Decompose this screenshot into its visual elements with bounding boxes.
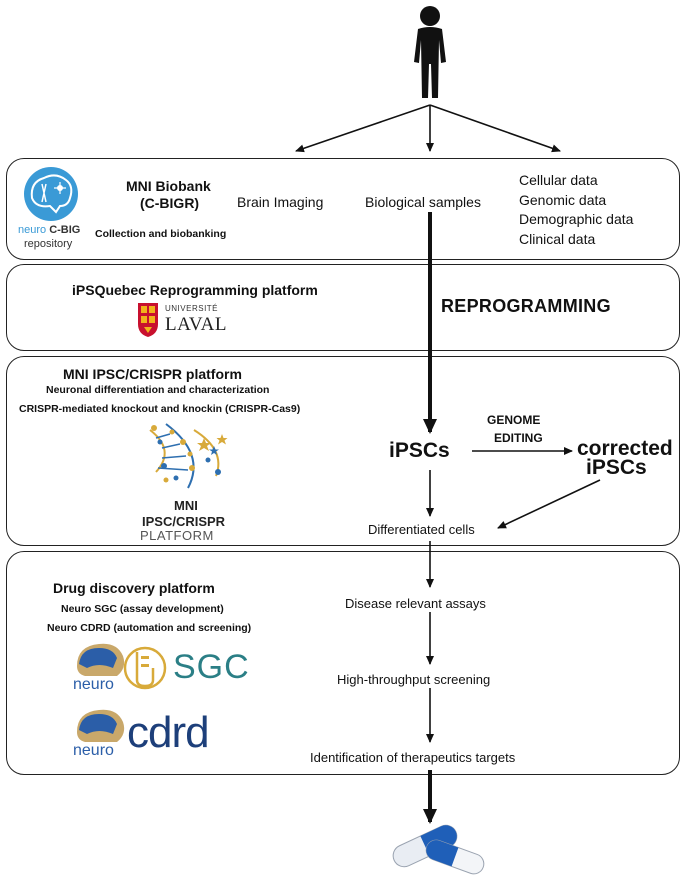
genome-editing-label-1: GENOME (487, 413, 541, 427)
neuro-cdrd-icon (77, 709, 125, 742)
mni-logo-line2: IPSC/CRISPR (142, 514, 226, 529)
ipsquebec-title: iPSQuebec Reprogramming platform (72, 282, 318, 298)
neuro-cdrd-neuro-text: neuro (73, 742, 114, 759)
laval-main-text: LAVAL (165, 314, 227, 335)
arrow-person-right (429, 104, 561, 153)
ipsc-crispr-panel (6, 356, 680, 546)
ipsquebec-panel (6, 264, 680, 351)
laval-top-text: UNIVERSITÉ (165, 304, 219, 313)
arrow-person-left (295, 104, 431, 153)
differentiated-cells-label: Differentiated cells (368, 522, 475, 537)
biobank-subtitle: (C-BIGR) (140, 195, 200, 211)
biobank-title: MNI Biobank (126, 178, 211, 194)
cbig-neuro-text: neuro (18, 224, 47, 236)
drug-discovery-line1: Neuro SGC (assay development) (61, 603, 224, 615)
data-types-list: Cellular data Genomic data Demographic d… (519, 171, 633, 249)
neuro-sgc-sgc-text: SGC (173, 648, 250, 686)
data-type-item: Genomic data (519, 191, 607, 208)
mni-logo-line1: MNI (174, 498, 198, 513)
ipsc-crispr-line1: Neuronal differentiation and characteriz… (46, 384, 270, 396)
drug-discovery-panel (6, 551, 680, 775)
drug-discovery-line2: Neuro CDRD (automation and screening) (47, 622, 252, 634)
cbig-brain-icon (24, 167, 78, 221)
neuro-sgc-neuro-text: neuro (73, 676, 114, 693)
disease-assays-label: Disease relevant assays (345, 596, 486, 611)
data-type-item: Demographic data (519, 211, 634, 227)
data-type-item: Clinical data (519, 230, 596, 247)
dna-helix-icon (149, 423, 228, 489)
drug-discovery-title: Drug discovery platform (53, 580, 215, 596)
laval-logo: UNIVERSITÉ LAVAL (137, 300, 233, 340)
genome-editing-label-2: EDITING (494, 431, 543, 445)
reprogramming-label: REPROGRAMMING (441, 296, 611, 316)
neuro-sgc-icon (77, 643, 167, 690)
arrow-corrected-differentiated (497, 479, 601, 529)
biobank-panel (6, 158, 680, 260)
biological-samples-label: Biological samples (365, 194, 481, 210)
cbig-name-text: C-BIG (49, 224, 81, 236)
neuro-cdrd-logo: neuro cdrd (73, 706, 233, 762)
therapeutic-targets-label: Identification of therapeutics targets (310, 750, 516, 765)
cbig-logo: neuro C-BIG repository (16, 164, 86, 254)
ipsc-crispr-line2: CRISPR-mediated knockout and knockin (CR… (19, 403, 301, 415)
pill-icon (392, 824, 485, 875)
data-type-item: Cellular data (519, 172, 598, 188)
mni-logo-line3: PLATFORM (140, 528, 214, 543)
person-icon (414, 6, 446, 98)
neuro-cdrd-cdrd-text: cdrd (127, 708, 210, 757)
corrected-ipscs-label-1: corrected (577, 437, 673, 460)
laval-shield-icon (138, 303, 158, 337)
ipsc-crispr-title: MNI IPSC/CRISPR platform (63, 366, 242, 382)
corrected-ipscs-label-2: iPSCs (586, 456, 647, 479)
mni-ipsc-crispr-logo: MNI IPSC/CRISPR PLATFORM (136, 420, 246, 544)
biobank-description: Collection and biobanking (95, 228, 227, 240)
brain-imaging-label: Brain Imaging (237, 194, 324, 210)
neuro-sgc-logo: neuro SGC (73, 638, 249, 698)
high-throughput-label: High-throughput screening (337, 672, 491, 687)
ipscs-label: iPSCs (389, 439, 450, 462)
cbig-repository-text: repository (24, 238, 73, 250)
